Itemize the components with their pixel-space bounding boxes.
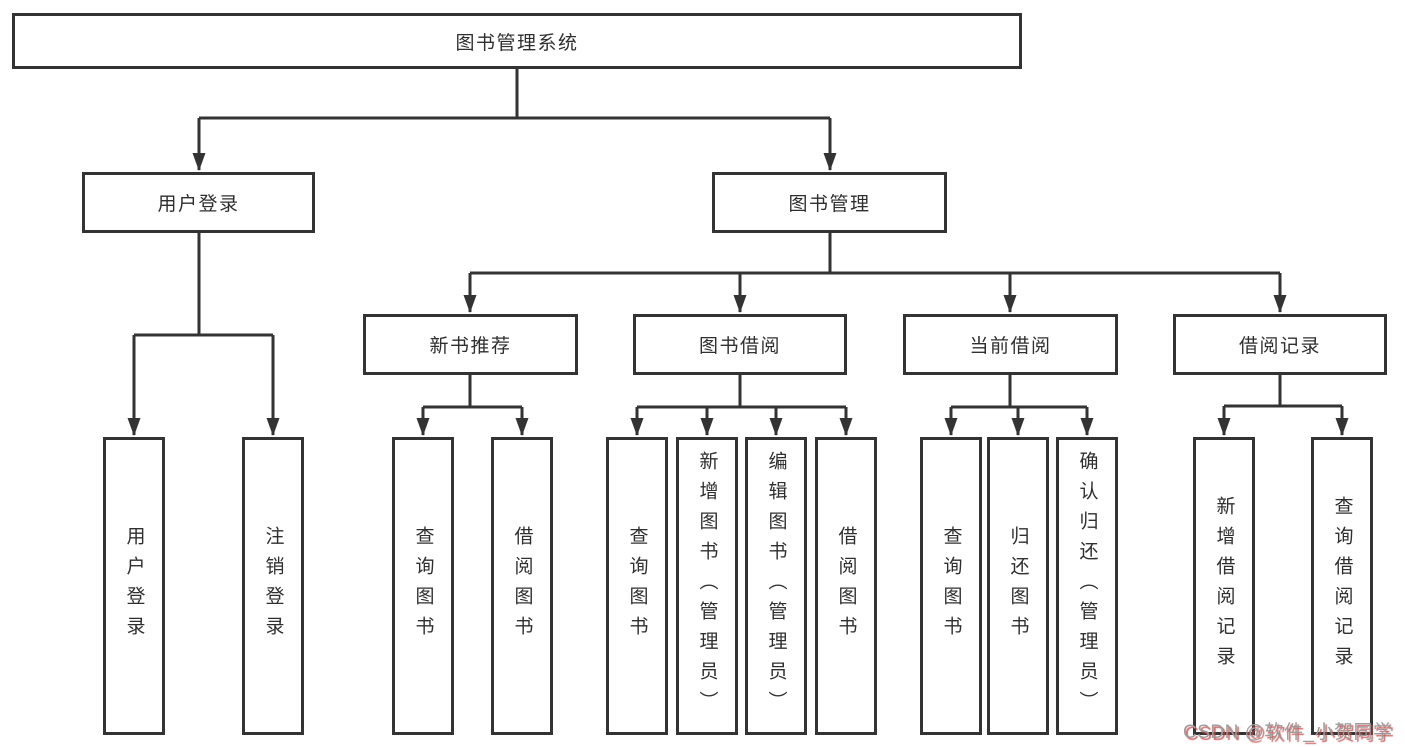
node-user-login: 用户登录 [82, 172, 315, 233]
leaf-add-book-admin: 新增图书（管理员） [676, 437, 738, 735]
leaf-borrow-books-1: 借阅图书 [491, 437, 553, 735]
node-new-book-recommend: 新书推荐 [363, 314, 578, 375]
leaf-logout: 注销登录 [242, 437, 304, 735]
leaf-query-books-3: 查询图书 [920, 437, 982, 735]
leaf-query-books-1: 查询图书 [392, 437, 454, 735]
leaf-return-book: 归还图书 [987, 437, 1049, 735]
leaf-query-borrow-record: 查询借阅记录 [1311, 437, 1373, 735]
csdn-watermark: CSDN @软件_小贺同学 [1183, 722, 1393, 743]
leaf-add-borrow-record: 新增借阅记录 [1193, 437, 1255, 735]
node-root: 图书管理系统 [12, 13, 1022, 69]
node-book-management: 图书管理 [712, 172, 947, 233]
leaf-edit-book-admin: 编辑图书（管理员） [745, 437, 807, 735]
leaf-borrow-books-2: 借阅图书 [815, 437, 877, 735]
node-borrow-records: 借阅记录 [1173, 314, 1387, 375]
leaf-user-login: 用户登录 [103, 437, 165, 735]
node-current-borrow: 当前借阅 [903, 314, 1118, 375]
leaf-query-books-2: 查询图书 [606, 437, 668, 735]
leaf-confirm-return-admin: 确认归还（管理员） [1056, 437, 1118, 735]
node-book-borrow: 图书借阅 [633, 314, 847, 375]
